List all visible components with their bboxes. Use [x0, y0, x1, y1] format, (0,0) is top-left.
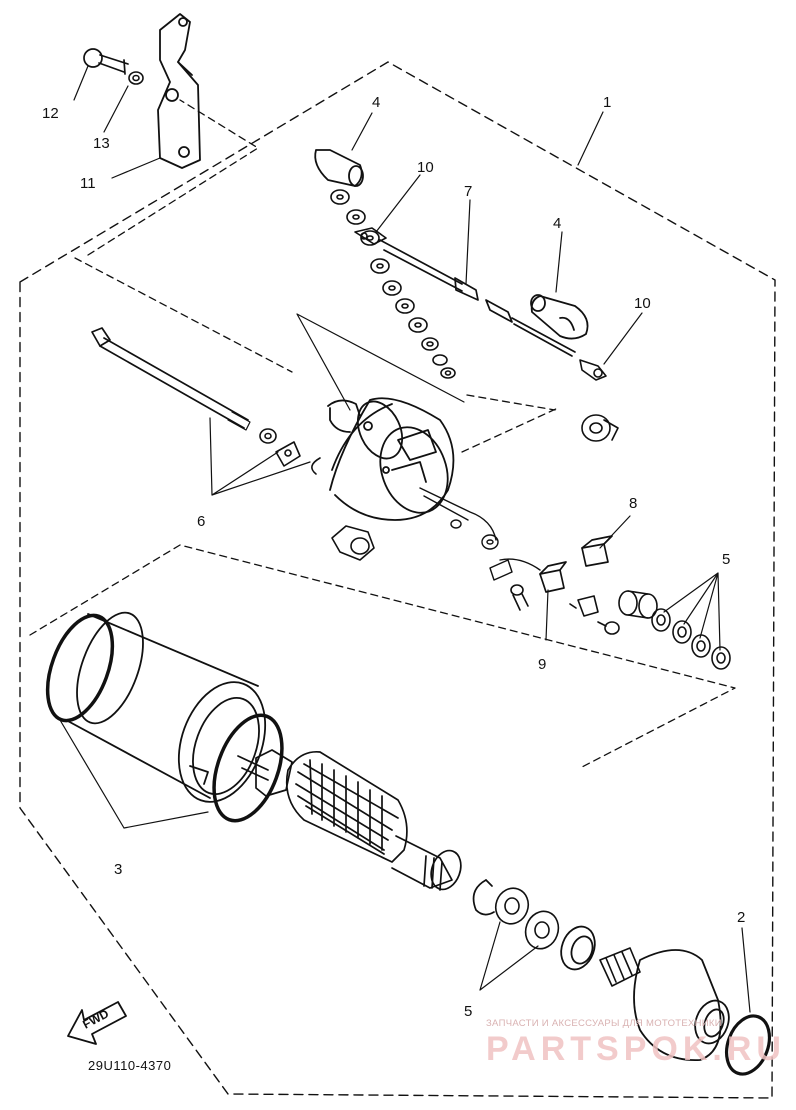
- needle-bearing: [599, 947, 641, 987]
- terminal-boot-lower: [530, 294, 589, 340]
- callout-10-lower: 10: [634, 295, 651, 312]
- leader-lines: [59, 65, 751, 1013]
- o-ring-front: [724, 1014, 772, 1076]
- watermark-logo: PARTSPOK.RU: [486, 1030, 786, 1068]
- shim-set-lower: [494, 887, 560, 950]
- rear-cover: [327, 397, 455, 521]
- tab-screw: [597, 621, 620, 635]
- callout-5-upper: 5: [722, 551, 731, 568]
- armature: [237, 749, 462, 891]
- callout-12: 12: [42, 105, 59, 122]
- drawing-code: 29U110-4370: [88, 1058, 172, 1073]
- callout-6: 6: [197, 513, 206, 530]
- brush-negative: [539, 561, 567, 593]
- callout-10-upper: 10: [417, 159, 434, 176]
- terminal-boot-upper: [314, 149, 364, 187]
- o-ring-small: [311, 457, 321, 475]
- bracket-group-boundary: [87, 99, 259, 256]
- callout-2: 2: [737, 909, 746, 926]
- circlip: [472, 879, 495, 916]
- callout-5-lower: 5: [464, 1003, 473, 1020]
- bushing: [618, 590, 658, 619]
- mounting-bracket: [157, 13, 201, 169]
- callout-4-upper: 4: [372, 94, 381, 111]
- fwd-arrow-icon: [67, 1001, 127, 1045]
- callout-1: 1: [603, 94, 612, 111]
- callout-3: 3: [114, 861, 123, 878]
- bracket-washer: [128, 71, 144, 85]
- callout-9: 9: [538, 656, 547, 673]
- watermark-tagline: ЗАПЧАСТИ И АКСЕССУАРЫ ДЛЯ МОТОТЕХНИКИ: [486, 1018, 722, 1029]
- o-ring-large-front: [212, 713, 284, 823]
- brush-lead-wiring: [419, 487, 541, 581]
- terminal-bolt: [379, 239, 576, 357]
- yoke-group-boundary: [29, 544, 736, 769]
- yoke-housing: [65, 611, 267, 803]
- terminal-washer-stack: [330, 189, 456, 379]
- front-cover: [633, 949, 730, 1061]
- shim-set-upper: [651, 608, 731, 670]
- through-bolt: [91, 327, 251, 431]
- assembly-boundary: [19, 61, 776, 1099]
- terminal-tab: [569, 595, 599, 617]
- brush-holder-clip: [331, 525, 375, 561]
- callout-13: 13: [93, 135, 110, 152]
- bracket-bolt: [83, 48, 129, 75]
- front-bearing: [560, 925, 596, 971]
- callout-4-lower: 4: [553, 215, 562, 232]
- rear-bearing: [581, 414, 619, 442]
- terminal-lug-upper: [354, 227, 387, 245]
- insulator-plate: [275, 441, 301, 467]
- callout-7: 7: [464, 183, 473, 200]
- callout-11: 11: [80, 175, 96, 192]
- o-ring-large-rear: [45, 613, 115, 723]
- callout-8: 8: [629, 495, 638, 512]
- bolt-washer: [259, 428, 277, 444]
- terminal-lug-lower: [579, 359, 607, 381]
- rear-cover-group-boundary: [74, 257, 559, 453]
- brush-screw: [510, 584, 529, 611]
